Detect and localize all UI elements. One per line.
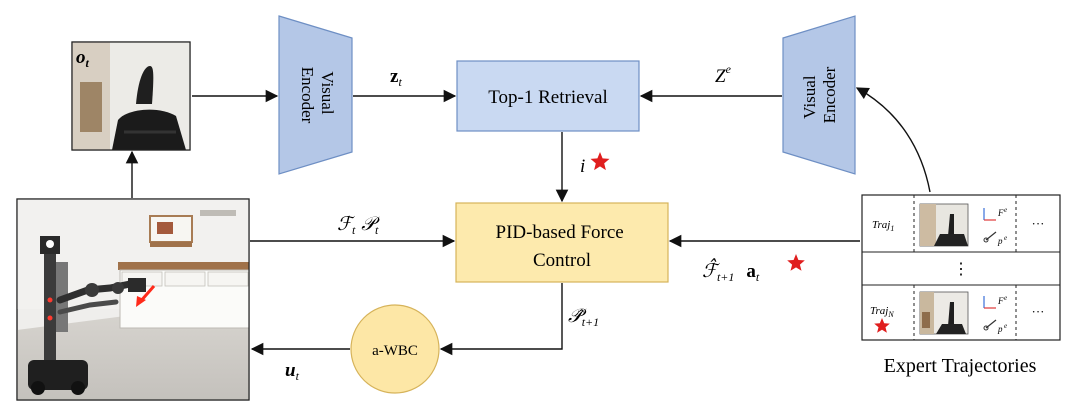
traj-n-label: TrajN	[870, 305, 894, 319]
arrow-table-to-right-encoder	[855, 87, 931, 193]
edge-label-z-e: Ze	[715, 62, 732, 87]
star-icon	[787, 254, 805, 271]
wbc-circle	[350, 304, 440, 394]
svg-text:e: e	[1004, 294, 1007, 302]
svg-text:e: e	[1004, 322, 1007, 330]
expert-trajectories-caption: Expert Trajectories	[884, 355, 1037, 377]
traj-1-thumbnail	[919, 203, 969, 247]
visual-encoder-left	[278, 15, 353, 175]
svg-text:F: F	[997, 296, 1004, 306]
traj-1-force-icon: F e p e	[983, 206, 1007, 246]
edge-label-i-star: i	[580, 156, 585, 177]
visual-encoder-right-label: Visual Encoder	[800, 66, 839, 123]
visual-encoder-left-label: Visual Encoder	[298, 67, 337, 124]
svg-text:F: F	[997, 208, 1004, 218]
svg-text:p: p	[997, 324, 1003, 334]
edge-label-phat: 𝒫̂t+1	[568, 306, 599, 329]
star-icon	[590, 152, 610, 171]
star-icon	[874, 318, 890, 333]
traj-n-thumbnail	[919, 291, 969, 335]
traj-n-force-icon: F e p e	[983, 294, 1007, 334]
svg-text:e: e	[1004, 234, 1007, 242]
visual-encoder-right	[782, 15, 856, 175]
traj-1-ellipsis: ···	[1032, 216, 1045, 231]
retrieval-box	[456, 60, 640, 132]
arrow-pid-to-wbc	[439, 283, 563, 356]
robot-image	[16, 198, 250, 401]
traj-1-label: Traj1	[872, 219, 894, 233]
wbc-circle-label: a-WBC	[372, 343, 418, 359]
svg-text:p: p	[997, 236, 1003, 246]
pid-box	[455, 202, 669, 283]
traj-n-ellipsis: ···	[1032, 304, 1045, 319]
pid-box-label: PID-based Force Control	[496, 222, 629, 271]
observation-image	[71, 41, 191, 151]
observation-label: ot	[76, 47, 90, 70]
svg-text:e: e	[1004, 206, 1007, 214]
edge-label-z-t: zt	[390, 66, 402, 89]
retrieval-box-label: Top-1 Retrieval	[488, 87, 608, 108]
edge-label-u-t: ut	[285, 360, 300, 383]
traj-vertical-ellipsis: ⋮	[953, 261, 969, 278]
